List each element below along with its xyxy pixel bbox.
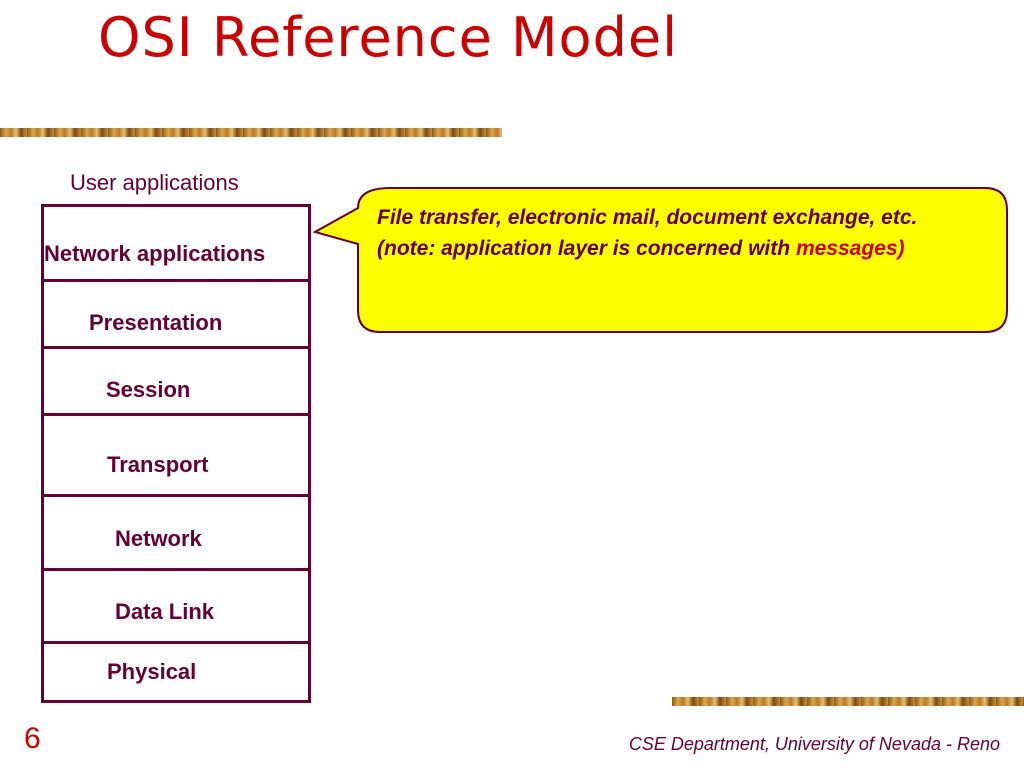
layer-network-applications: Network applications [44, 207, 308, 282]
callout-line-2-suffix: ) [897, 237, 905, 260]
layer-label: Data Link [115, 599, 215, 624]
callout-highlight: messages [795, 237, 898, 260]
decorative-bar-bottom [672, 697, 1024, 706]
layer-session: Session [44, 349, 308, 416]
footer-text: CSE Department, University of Nevada - R… [628, 734, 1000, 754]
layer-transport: Transport [44, 416, 308, 497]
layer-data-link: Data Link [44, 571, 308, 644]
callout-line-1: File transfer, electronic mail, document… [377, 206, 918, 229]
layer-label: Session [106, 377, 191, 402]
layer-label: Network [115, 526, 202, 551]
callout-shape [312, 187, 1008, 333]
user-applications-label: User applications [70, 170, 239, 195]
osi-layer-stack: Network applications Presentation Sessio… [41, 204, 311, 703]
callout-line-2-prefix: (note: application layer is concerned wi… [377, 237, 791, 260]
layer-label: Physical [107, 659, 197, 684]
decorative-bar-top [0, 128, 502, 137]
layer-label: Transport [107, 452, 209, 477]
layer-label: Presentation [89, 310, 223, 335]
slide-title: OSI Reference Model [98, 6, 679, 69]
callout-text: File transfer, electronic mail, document… [377, 202, 992, 264]
page-number: 6 [24, 722, 41, 755]
layer-presentation: Presentation [44, 282, 308, 349]
layer-label: Network applications [44, 241, 266, 266]
layer-network: Network [44, 497, 308, 571]
layer-physical: Physical [44, 644, 308, 700]
